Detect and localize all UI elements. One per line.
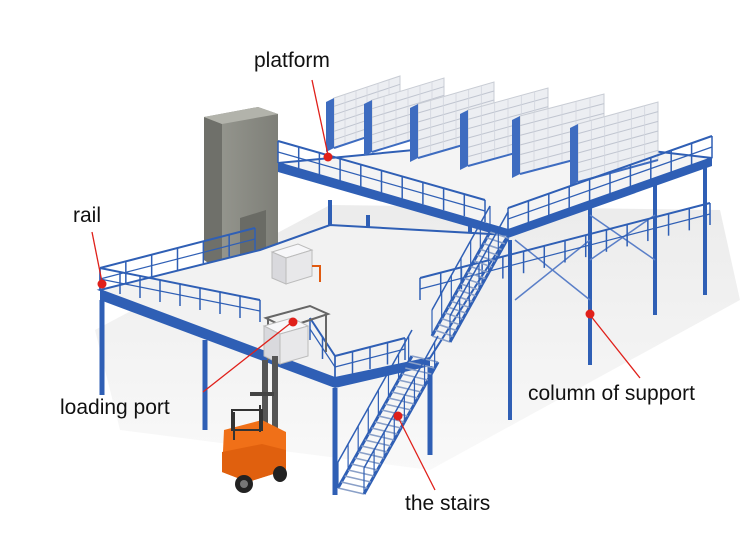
goods-box-lower [262, 317, 310, 365]
leader-lines [91, 79, 641, 491]
column-marker [585, 309, 595, 319]
support-columns-front [99, 300, 433, 495]
label-loading-port: loading port [60, 396, 170, 419]
the-stairs [336, 329, 440, 495]
label-column-of-support: column of support [528, 382, 695, 405]
lift-tower [204, 107, 278, 272]
platform-marker [323, 152, 333, 162]
cross-bracing [514, 214, 656, 301]
stairs-marker [393, 411, 403, 421]
label-the-stairs: the stairs [405, 492, 491, 515]
rail-marker [97, 279, 107, 289]
forklift [222, 356, 287, 493]
label-rail: rail [73, 204, 102, 227]
stairs-upper [430, 205, 510, 343]
loading-port-marker [288, 317, 298, 327]
markers [97, 152, 595, 421]
label-platform: platform [254, 49, 330, 72]
goods-box-upper [270, 243, 321, 285]
